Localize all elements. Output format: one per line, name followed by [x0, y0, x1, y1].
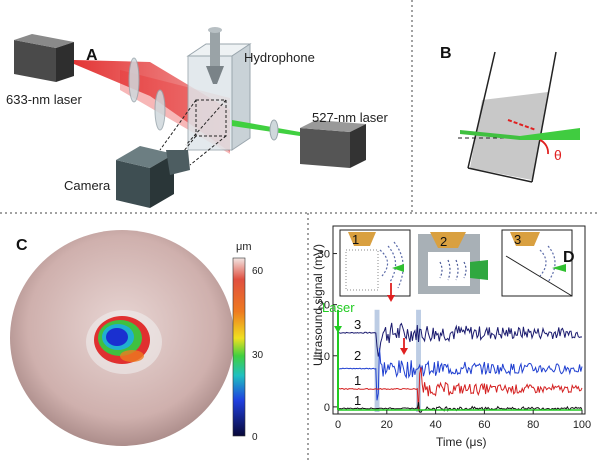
panel-b-letter: B [440, 45, 452, 62]
trace-label-1b: 1 [354, 393, 361, 408]
y-tick-label: 0 [324, 402, 330, 414]
panel-a: A 633-nm laser Hydrophone 527-nm laser C… [6, 27, 389, 208]
x-tick-label: 60 [478, 419, 490, 431]
green-beam [232, 120, 300, 136]
shade-0 [374, 309, 380, 412]
camera [116, 146, 190, 208]
laser-arrow-head [334, 326, 342, 333]
crater-center [106, 328, 128, 346]
panel-c: C μm 60 30 0 [10, 230, 264, 446]
x-tick-label: 40 [429, 419, 441, 431]
y-tick-label: 10 [318, 351, 330, 363]
inset-3-label: 3 [514, 232, 521, 247]
red-arrow-1-head [387, 295, 395, 302]
x-tick-label: 0 [335, 419, 341, 431]
y-axis-label: Ultrasound signal (mV) [311, 244, 325, 366]
panel-d-letter: D [563, 249, 575, 266]
angle-line [507, 119, 537, 131]
hydrophone [206, 27, 224, 84]
trace-1 [337, 348, 583, 401]
panel-c-letter: C [16, 237, 28, 254]
shaded-intervals [374, 309, 421, 412]
colorbar [232, 257, 246, 437]
laser-633-box [14, 34, 74, 82]
inset-3: 3 [501, 229, 573, 297]
x-tick-label: 100 [573, 419, 591, 431]
inset-2-label: 2 [440, 234, 447, 249]
label-633-laser: 633-nm laser [6, 92, 83, 107]
refracted-beam [460, 130, 520, 140]
label-527-laser: 527-nm laser [312, 110, 389, 125]
label-hydrophone: Hydrophone [244, 50, 315, 65]
trace-label-3: 3 [354, 317, 361, 332]
lens-2 [154, 89, 166, 131]
trace-label-1a: 1 [354, 373, 361, 388]
angle-arc [539, 139, 549, 155]
colorbar-tick-60: 60 [252, 266, 264, 277]
panel-d: 0 20 40 60 80 100 0 10 20 30 1 2 3 [311, 225, 591, 449]
y-tick-label: 20 [318, 300, 330, 312]
theta-label: θ [554, 147, 562, 163]
y-tick-label: 30 [318, 249, 330, 261]
inset-1: 1 [339, 229, 411, 297]
tube-bottom [467, 167, 533, 183]
colorbar-tick-30: 30 [252, 350, 264, 361]
lens-1 [128, 57, 140, 103]
x-axis-label: Time (μs) [436, 435, 486, 449]
crater-lobe [120, 350, 144, 362]
red-arrow-2-head [400, 348, 408, 355]
lens-3 [269, 119, 279, 141]
colorbar-tick-0: 0 [252, 432, 258, 443]
panel-b: B θ [440, 45, 580, 183]
x-ticks: 0 20 40 60 80 100 [335, 410, 591, 431]
trace-2 [337, 367, 583, 412]
shade-1 [416, 309, 421, 412]
inset-2: 2 [418, 232, 488, 294]
x-tick-label: 80 [527, 419, 539, 431]
trace-0 [337, 322, 583, 357]
incident-beam [520, 128, 580, 140]
panel-a-letter: A [86, 47, 98, 64]
tube-left-wall [467, 51, 496, 169]
x-tick-label: 20 [381, 419, 393, 431]
colorbar-unit: μm [236, 241, 252, 253]
trace-label-2: 2 [354, 348, 361, 363]
laser-527-box [300, 120, 366, 168]
y-ticks: 0 10 20 30 [318, 249, 337, 414]
label-camera: Camera [64, 178, 111, 193]
inset-1-label: 1 [352, 232, 359, 247]
laser-label: Laser [322, 300, 355, 315]
tube-right-wall [531, 51, 557, 183]
